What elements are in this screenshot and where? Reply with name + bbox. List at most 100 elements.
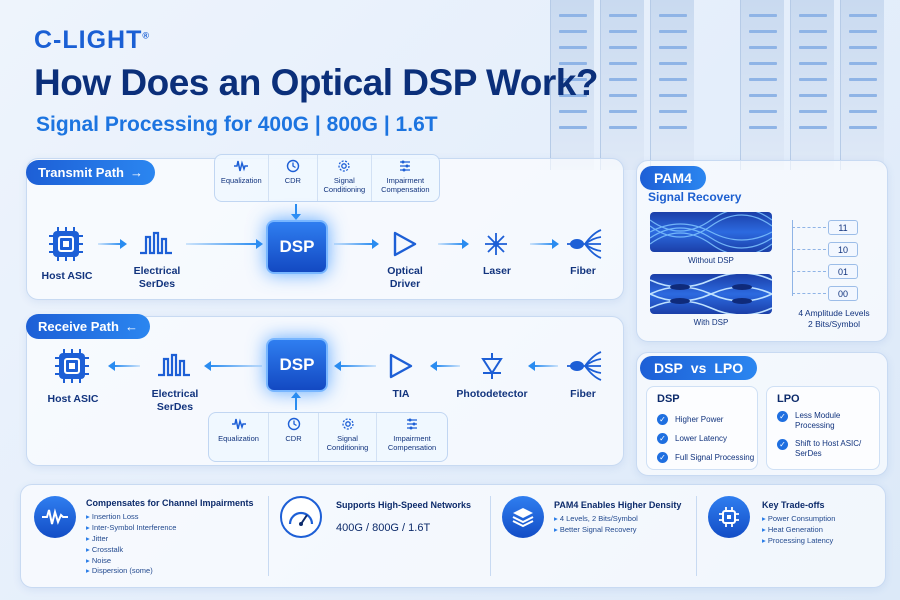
- lpo-card-heading: LPO: [777, 393, 800, 405]
- down-arrowhead: [291, 214, 301, 220]
- right-arrow-icon: →: [129, 165, 143, 180]
- registered-mark: ®: [142, 30, 151, 41]
- func-label: Impairment Compensation: [381, 176, 430, 194]
- benefit-title-networks: Supports High-Speed Networks: [336, 500, 472, 510]
- func-impairment-compensation: Impairment Compensation: [377, 413, 447, 461]
- benefit-item: Noise: [86, 556, 176, 567]
- transmit-path-pill: Transmit Path →: [26, 160, 155, 185]
- benefit-item: Jitter: [86, 534, 176, 545]
- logo-text: C-LIGHT: [34, 26, 143, 54]
- dsp-item: ✓ Lower Latency: [657, 433, 727, 444]
- benefit-item: Better Signal Recovery: [554, 525, 638, 536]
- func-cdr: CDR: [269, 155, 319, 201]
- title-lpo: LPO: [714, 360, 744, 376]
- transmit-path-label: Transmit Path: [38, 165, 124, 180]
- func-signal-conditioning: Signal Conditioning: [319, 413, 377, 461]
- arrowhead-right: [120, 239, 127, 249]
- benefit-item: Processing Latency: [762, 536, 835, 547]
- arrowhead-right: [372, 239, 379, 249]
- arrowhead-left: [204, 361, 211, 371]
- lpo-item: ✓ Less Module Processing: [777, 411, 877, 432]
- arrowhead-right: [552, 239, 559, 249]
- fiber-icon: [562, 344, 606, 388]
- arrowhead-left: [528, 361, 535, 371]
- pam4-title: PAM4: [640, 166, 706, 190]
- host-asic-icon: [50, 344, 94, 388]
- host-asic-icon: [44, 222, 88, 266]
- func-signal-conditioning: Signal Conditioning: [318, 155, 372, 201]
- sliders-icon: [400, 160, 411, 172]
- transmit-functions-box: Equalization CDR Signal Conditioning Imp…: [214, 154, 440, 202]
- benefit-item: Dispersion (some): [86, 566, 176, 577]
- divider: [490, 496, 491, 576]
- dsp-card: DSP ✓ Higher Power ✓ Lower Latency ✓Full S…: [646, 386, 758, 470]
- func-label: CDR: [285, 434, 302, 443]
- pam4-subtitle: Signal Recovery: [648, 190, 742, 204]
- func-cdr: CDR: [269, 413, 319, 461]
- func-label: Equalization: [220, 176, 262, 185]
- level-tick: [792, 293, 826, 294]
- benefit-item: Insertion Loss: [86, 512, 176, 523]
- gear-icon: [341, 418, 354, 430]
- node-electrical-serdes: Electrical SerDes: [151, 388, 199, 414]
- arrowhead-right: [256, 239, 263, 249]
- dsp-card-heading: DSP: [657, 393, 680, 405]
- receive-functions-box: Equalization CDR Signal Conditioning Imp…: [208, 412, 448, 462]
- node-fiber: Fiber: [570, 388, 596, 400]
- lpo-item: ✓Shift to Host ASIC/ SerDes: [777, 439, 877, 460]
- check-icon: ✓: [657, 414, 668, 425]
- page-subtitle: Signal Processing for 400G | 800G | 1.6T: [36, 113, 438, 136]
- node-tia: TIA: [392, 388, 410, 400]
- benefit-item: Inter-Symbol Interference: [86, 523, 177, 534]
- arrow-connector: [534, 365, 558, 367]
- func-impairment-compensation: Impairment Compensation: [372, 155, 439, 201]
- level-00: 00: [828, 286, 858, 301]
- arrowhead-left: [430, 361, 437, 371]
- up-arrow-icon: [295, 396, 297, 410]
- dsp-item-text: Full Signal Processing: [675, 453, 755, 462]
- benefit-title-tradeoffs: Key Trade-offs: [762, 500, 825, 510]
- photodetector-icon: [470, 344, 514, 388]
- level-10: 10: [828, 242, 858, 257]
- server-rack-background: [540, 0, 900, 170]
- arrow-connector: [98, 243, 122, 245]
- eye-diagram-with-dsp: [650, 274, 772, 314]
- dsp-item: ✓Full Signal Processing: [657, 452, 754, 463]
- node-laser: Laser: [482, 265, 512, 277]
- equalization-icon: [231, 418, 246, 430]
- func-label: Equalization: [218, 434, 259, 443]
- arrowhead-left: [108, 361, 115, 371]
- clock-icon: [287, 417, 300, 431]
- left-arrow-icon: ←: [124, 319, 138, 334]
- func-equalization: Equalization: [209, 413, 269, 461]
- func-label: Signal Conditioning: [326, 434, 369, 452]
- lpo-item-text: Less Module Processing: [795, 411, 841, 431]
- clock-icon: [286, 159, 300, 173]
- check-icon: ✓: [777, 411, 788, 422]
- chip-icon: [708, 496, 750, 538]
- node-host-asic: Host ASIC: [47, 393, 99, 405]
- benefit-title-density: PAM4 Enables Higher Density: [554, 500, 682, 510]
- check-icon: ✓: [777, 439, 788, 450]
- divider: [696, 496, 697, 576]
- dsp-item-text: Higher Power: [675, 415, 724, 424]
- pam4-caption-levels: 4 Amplitude Levels: [798, 308, 870, 318]
- equalization-icon: [234, 160, 249, 172]
- benefit-list-tradeoffs: Power Consumption Heat Generation Proces…: [762, 514, 836, 547]
- check-icon: ✓: [657, 433, 668, 444]
- dsp-item-text: Lower Latency: [675, 434, 728, 443]
- func-label: Signal Conditioning: [323, 176, 366, 194]
- arrow-connector: [334, 243, 374, 245]
- speedometer-icon: [280, 496, 322, 538]
- func-label: CDR: [284, 176, 301, 185]
- title-vs: vs: [690, 360, 707, 376]
- layers-icon: [502, 496, 544, 538]
- page-title: How Does an Optical DSP Work?: [34, 62, 598, 103]
- divider: [268, 496, 269, 576]
- level-tick: [792, 249, 826, 250]
- sliders-icon: [407, 418, 417, 430]
- level-01: 01: [828, 264, 858, 279]
- dsp-chip-transmit: DSP: [266, 220, 328, 274]
- arrow-connector: [530, 243, 554, 245]
- title-dsp: DSP: [654, 360, 683, 376]
